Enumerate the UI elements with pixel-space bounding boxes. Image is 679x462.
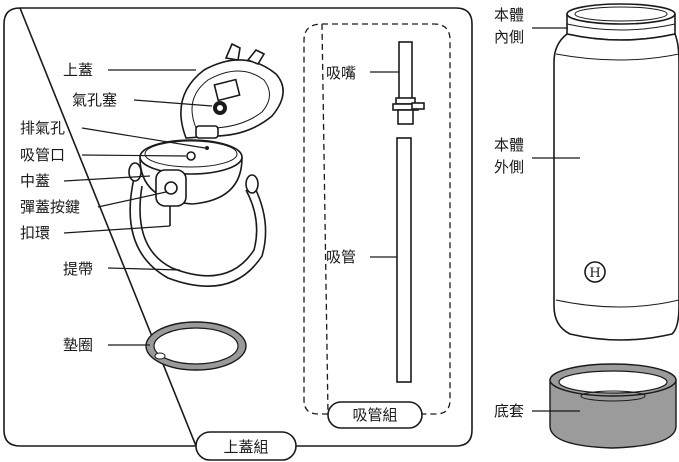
gasket-part xyxy=(145,321,247,371)
lid-group-title: 上蓋組 xyxy=(223,438,268,456)
label-inner-line2: 內側 xyxy=(494,28,524,46)
straw-part xyxy=(396,137,412,383)
straw-group-title: 吸管組 xyxy=(352,406,397,424)
leader-strap xyxy=(107,267,181,271)
label-outer-line1: 本體 xyxy=(494,136,524,154)
label-top-lid: 上蓋 xyxy=(63,61,93,79)
label-outer-line2: 外側 xyxy=(494,158,524,176)
mouthpiece-part xyxy=(392,41,425,125)
label-straw: 吸管 xyxy=(326,248,356,266)
label-vent-hole: 排氣孔 xyxy=(20,119,65,137)
label-inner-line1: 本體 xyxy=(494,6,524,24)
lid-group-frame: 上蓋組 xyxy=(3,7,473,461)
base-cover-drawing xyxy=(549,363,677,449)
label-strap: 提帶 xyxy=(63,260,93,278)
leader-vent-hole xyxy=(81,127,206,149)
brand-logo-mark xyxy=(584,261,606,283)
lid-assembly-drawing xyxy=(128,42,284,287)
leader-straw-mouth xyxy=(81,154,187,157)
label-base-cover: 底套 xyxy=(494,402,524,420)
straw-labels: 吸嘴 吸管 xyxy=(326,64,399,266)
straw-group-frame: 吸管組 xyxy=(303,23,451,429)
label-gasket: 墊圈 xyxy=(63,336,93,354)
label-pop-button: 彈蓋按鍵 xyxy=(20,198,80,216)
lid-labels: 上蓋 氣孔塞 排氣孔 吸管口 中蓋 彈蓋按鍵 扣環 提帶 墊圈 xyxy=(20,61,213,354)
label-buckle: 扣環 xyxy=(20,224,50,242)
straw-group-title-pill xyxy=(327,401,423,429)
label-mouthpiece: 吸嘴 xyxy=(326,64,356,82)
leader-vent-plug xyxy=(133,99,213,107)
body-labels: 本體 內側 本體 外側 底套 xyxy=(494,6,580,420)
leader-pop-button xyxy=(97,191,167,208)
leader-middle-lid xyxy=(63,175,151,182)
brand-logo-glyph: H xyxy=(589,266,600,281)
label-straw-mouth: 吸管口 xyxy=(20,146,65,164)
leader-buckle xyxy=(63,225,171,234)
label-vent-plug: 氣孔塞 xyxy=(72,91,117,109)
bottle-body-drawing: H xyxy=(553,3,679,341)
lid-group-title-pill xyxy=(195,431,297,461)
label-middle-lid: 中蓋 xyxy=(20,172,50,190)
